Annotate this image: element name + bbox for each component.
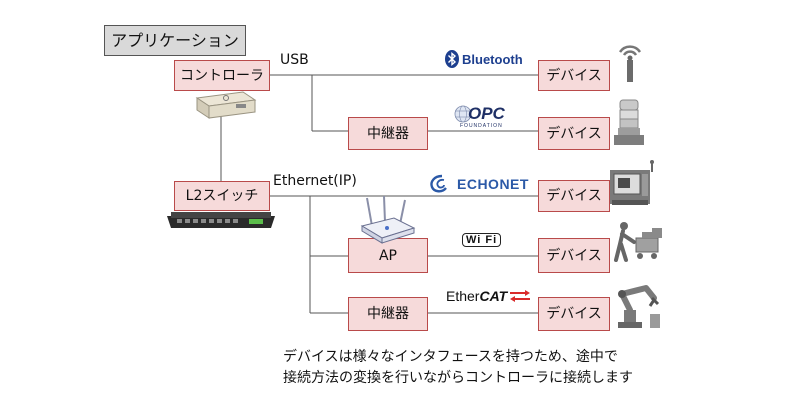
- ethercat-text-1: Ether: [446, 288, 480, 304]
- device-label-3: デバイス: [546, 188, 602, 204]
- bluetooth-text: Bluetooth: [462, 51, 523, 67]
- caption-line-1: デバイスは様々なインタフェースを持つため、途中で: [283, 349, 618, 365]
- application-box: アプリケーション: [104, 25, 246, 56]
- echonet-swirl-icon: [430, 174, 447, 193]
- device-label-5: デバイス: [546, 306, 602, 322]
- bluetooth-logo: Bluetooth: [445, 50, 523, 68]
- bluetooth-icon: [445, 50, 459, 68]
- device-box-3: デバイス: [538, 180, 610, 212]
- wireless-ap-icon: [360, 196, 416, 244]
- opc-text: OPC: [468, 104, 505, 123]
- device-label-4: デバイス: [546, 247, 602, 264]
- controller-label: コントローラ: [180, 67, 264, 84]
- access-point-label: AP: [378, 247, 398, 264]
- device-box-2: デバイス: [538, 117, 610, 150]
- ethercat-logo: Ether CAT: [446, 287, 531, 305]
- repeater-box-1: 中継器: [348, 117, 428, 150]
- ethernet-label: Ethernet(IP): [273, 173, 357, 189]
- controller-box: コントローラ: [174, 60, 270, 91]
- device-box-1: デバイス: [538, 60, 610, 91]
- caption-line-2: 接続方法の変換を行いながらコントローラに接続します: [283, 370, 633, 386]
- repeater-label-1: 中継器: [367, 125, 409, 142]
- antenna-icon: [618, 45, 642, 82]
- wifi-text: Wi Fi: [462, 232, 502, 247]
- application-label: アプリケーション: [111, 30, 239, 50]
- wifi-logo: Wi Fi: [462, 232, 502, 247]
- network-switch-icon: [167, 212, 275, 228]
- device-box-5: デバイス: [538, 297, 610, 331]
- device-box-4: デバイス: [538, 238, 610, 273]
- opc-subtext: FOUNDATION: [460, 123, 503, 129]
- opc-globe-icon: [454, 105, 472, 123]
- robot-arm-icon: [618, 285, 660, 328]
- worker-cart-icon: [614, 222, 662, 262]
- controller-device-icon: [195, 91, 257, 119]
- machine-tool-icon: [610, 160, 654, 205]
- repeater-box-2: 中継器: [348, 297, 428, 331]
- device-label-2: デバイス: [546, 125, 602, 142]
- usb-label: USB: [280, 52, 309, 68]
- echonet-logo: ECHONET: [428, 174, 529, 194]
- l2-switch-box: L2スイッチ: [174, 181, 270, 211]
- repeater-label-2: 中継器: [367, 306, 409, 322]
- ethercat-arrows-icon: [510, 290, 531, 302]
- echonet-text: ECHONET: [457, 176, 529, 192]
- device-label-1: デバイス: [546, 67, 602, 84]
- l2-switch-label: L2スイッチ: [185, 188, 259, 204]
- ethercat-text-2: CAT: [479, 288, 508, 304]
- opc-logo: OPC FOUNDATION: [452, 104, 516, 130]
- signal-tower-icon: [614, 99, 644, 145]
- access-point-box: AP: [348, 238, 428, 273]
